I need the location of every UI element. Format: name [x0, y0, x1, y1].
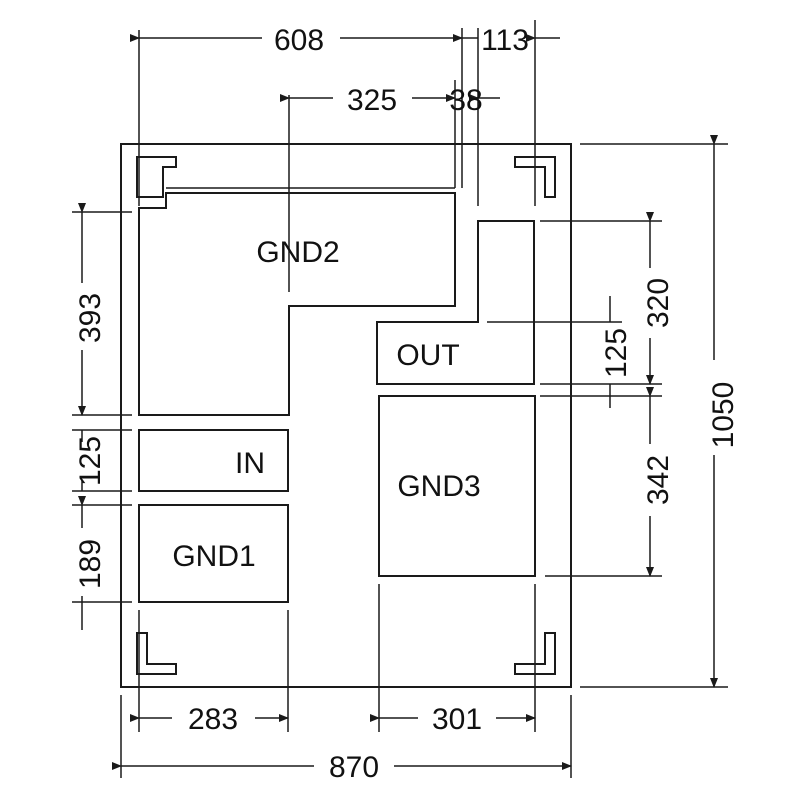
- dimension-393: 393: [72, 203, 132, 416]
- label-gnd2: GND2: [256, 236, 339, 269]
- dimension-right-125-text: 125: [600, 328, 633, 378]
- label-out: OUT: [396, 339, 459, 372]
- dimension-608-text: 608: [274, 24, 324, 57]
- dimension-342-text: 342: [642, 455, 675, 505]
- pad-in: [138, 429, 289, 492]
- dimension-325: 325: [280, 80, 456, 188]
- dimension-320-text: 320: [642, 278, 675, 328]
- dimension-301: 301: [370, 584, 536, 736]
- pad-gnd2: [138, 192, 456, 416]
- dimension-1050-text: 1050: [707, 382, 740, 449]
- dimension-113: 113: [462, 20, 560, 206]
- label-gnd1: GND1: [172, 540, 255, 573]
- dimension-189: 189: [72, 496, 132, 630]
- dimension-38: 38: [449, 84, 500, 117]
- corner-mark-bottom-right: [514, 632, 556, 675]
- dimension-301-text: 301: [432, 703, 482, 736]
- dimension-342: 342: [545, 387, 675, 577]
- pad-gnd1: [138, 504, 289, 603]
- dimension-283: 283: [130, 610, 289, 736]
- dimension-393-text: 393: [74, 293, 107, 343]
- label-gnd3: GND3: [397, 470, 480, 503]
- pad-gnd3: [378, 395, 536, 577]
- dimension-left-125-text: 125: [74, 436, 107, 486]
- corner-mark-top-right: [514, 156, 556, 198]
- dimension-608: 608: [130, 24, 463, 206]
- dimension-870-text: 870: [329, 751, 379, 784]
- dimension-1050: 1050: [580, 135, 740, 688]
- corner-mark-bottom-left: [136, 632, 177, 675]
- dimension-189-text: 189: [74, 539, 107, 589]
- dimension-320: 320: [540, 212, 675, 385]
- label-in: IN: [235, 447, 265, 480]
- dimension-38-text: 38: [449, 84, 482, 117]
- dimension-870: 870: [112, 695, 572, 784]
- dimension-325-text: 325: [347, 84, 397, 117]
- dimension-113-text: 113: [481, 24, 529, 57]
- dimension-right-125: 125: [487, 296, 662, 408]
- dimension-left-125: 125: [72, 429, 132, 492]
- dimension-283-text: 283: [188, 703, 238, 736]
- corner-mark-top-left: [136, 156, 177, 198]
- pad-out: [376, 220, 535, 385]
